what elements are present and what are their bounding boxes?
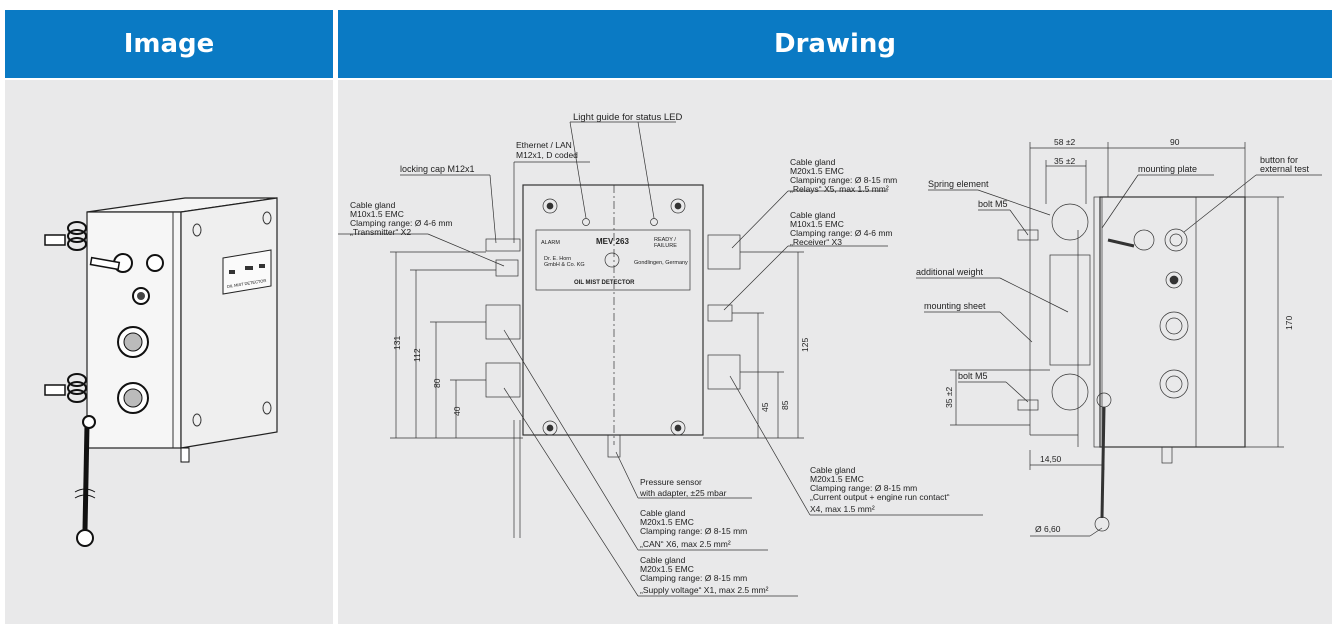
header-image: Image	[5, 10, 333, 78]
label-relays-4: „Relays“ X5, max 1.5 mm²	[790, 184, 889, 194]
label-current-4: „Current output + engine run contact“	[810, 492, 950, 502]
dim-112: 112	[412, 348, 422, 362]
label-gland-small-1: Cable gland	[350, 200, 396, 210]
label-button-2: external test	[1260, 164, 1310, 174]
label-supply-4: „Supply voltage“ X1, max 2.5 mm²	[640, 585, 769, 595]
light-guide-icon	[146, 254, 164, 272]
plate-model: MEV 263	[596, 237, 629, 246]
label-supply-1: Cable gland	[640, 555, 686, 565]
label-receiver-3: Clamping range: Ø 4-6 mm	[790, 228, 893, 238]
label-locking-cap: locking cap M12x1	[400, 164, 475, 174]
label-gland-small-2: M10x1.5 EMC	[350, 209, 404, 219]
label-bolt-1: bolt M5	[978, 199, 1008, 209]
label-ethernet-1: Ethernet / LAN	[516, 140, 572, 150]
label-supply-2: M20x1.5 EMC	[640, 564, 694, 574]
label-current-1: Cable gland	[810, 465, 856, 475]
dim-35-top: 35 ±2	[1054, 156, 1075, 166]
label-additional-weight: additional weight	[916, 267, 984, 277]
housing-side-outline	[1099, 196, 1246, 448]
label-gland-small-4: „Transmitter“ X2	[350, 227, 411, 237]
label-can-2: M20x1.5 EMC	[640, 517, 694, 527]
technical-drawing: ALARM MEV 263 READY / FAILURE Dr. E. Hor…	[338, 112, 1322, 597]
dim-45: 45	[760, 402, 770, 412]
dim-35-side: 35 ±2	[944, 387, 954, 408]
ring-terminal-icon	[76, 529, 94, 547]
label-ethernet-2: M12x1, D coded	[516, 150, 578, 160]
label-plate	[222, 249, 272, 295]
label-current-5: X4, max 1.5 mm²	[810, 504, 875, 514]
label-button-1: button for	[1260, 155, 1298, 165]
dim-85: 85	[780, 400, 790, 410]
label-light-guide: Light guide for status LED	[573, 112, 682, 123]
label-relays-2: M20x1.5 EMC	[790, 166, 844, 176]
header-drawing: Drawing	[338, 10, 1332, 78]
bolt-icon	[44, 234, 66, 246]
plate-maker: Dr. E. Horn	[544, 256, 571, 262]
product-photo: OIL MIST DETECTOR	[44, 197, 278, 547]
dim-80: 80	[432, 378, 442, 388]
label-relays-1: Cable gland	[790, 157, 836, 167]
screw-icon	[192, 223, 202, 237]
screw-icon	[262, 401, 272, 415]
screw-icon	[192, 413, 202, 427]
dim-58: 58 ±2	[1054, 137, 1075, 147]
label-gland-small-3: Clamping range: Ø 4-6 mm	[350, 218, 453, 228]
label-can-4: „CAN“ X6, max 2.5 mm²	[640, 539, 731, 549]
plate-title: OIL MIST DETECTOR	[574, 280, 635, 286]
label-receiver-1: Cable gland	[790, 210, 836, 220]
screw-icon	[262, 211, 272, 225]
plate-text: OIL MIST DETECTOR	[226, 278, 266, 289]
plate-ready: READY /	[654, 237, 676, 243]
label-supply-3: Clamping range: Ø 8-15 mm	[640, 573, 747, 583]
label-current-2: M20x1.5 EMC	[810, 474, 864, 484]
label-receiver-4: „Receiver“ X3	[790, 237, 842, 247]
header-drawing-title: Drawing	[773, 29, 896, 59]
plate-maker2: GmbH & Co. KG	[544, 262, 585, 268]
dim-40: 40	[452, 406, 462, 416]
label-current-3: Clamping range: Ø 8-15 mm	[810, 483, 917, 493]
label-relays-3: Clamping range: Ø 8-15 mm	[790, 175, 897, 185]
drawing-panel: ALARM MEV 263 READY / FAILURE Dr. E. Hor…	[338, 80, 1332, 624]
label-bolt-2: bolt M5	[958, 371, 988, 381]
dim-6-60: Ø 6,60	[1035, 524, 1061, 534]
product-image-panel: OIL MIST DETECTOR	[5, 80, 333, 624]
header-image-title: Image	[123, 29, 215, 59]
label-can-3: Clamping range: Ø 8-15 mm	[640, 526, 747, 536]
label-pressure-1: Pressure sensor	[640, 477, 702, 487]
label-spring: Spring element	[928, 179, 989, 189]
label-receiver-2: M10x1.5 EMC	[790, 219, 844, 229]
label-mounting-plate: mounting plate	[1138, 164, 1197, 174]
dim-131: 131	[392, 336, 402, 350]
plate-failure: FAILURE	[654, 243, 677, 249]
housing-front-outline	[522, 184, 704, 436]
plate-city: Gondlingen, Germany	[634, 260, 688, 266]
bolt-icon	[44, 384, 66, 396]
dim-90: 90	[1170, 137, 1180, 147]
plate-alarm: ALARM	[541, 240, 560, 246]
label-can-1: Cable gland	[640, 508, 686, 518]
dim-125: 125	[800, 338, 810, 352]
dim-170: 170	[1284, 316, 1294, 330]
dim-14-50: 14,50	[1040, 454, 1062, 464]
label-mounting-sheet: mounting sheet	[924, 301, 986, 311]
label-pressure-2: with adapter, ±25 mbar	[639, 488, 727, 498]
